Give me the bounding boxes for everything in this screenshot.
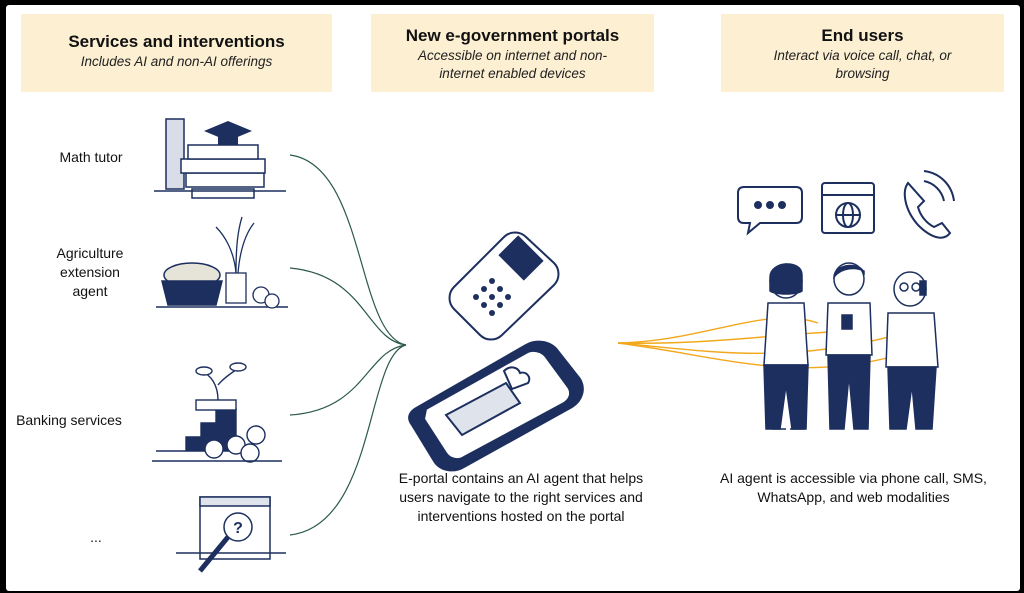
connector-user-2	[617, 330, 847, 344]
header-services-subtitle: Includes AI and non-AI offerings	[80, 54, 273, 69]
label-agriculture: Agriculture extension agent	[56, 245, 124, 299]
caption-portal: E-portal contains an AI agent that helps…	[398, 470, 644, 524]
header-users: End users Interact via voice call, chat,…	[721, 14, 1004, 92]
coins-plant-icon	[152, 362, 282, 463]
search-magnifier-icon: ?	[176, 496, 286, 573]
diagram-canvas: Services and interventions Includes AI a…	[6, 5, 1020, 591]
connector-agri	[289, 267, 407, 346]
header-portals: New e-government portals Accessible on i…	[371, 14, 654, 92]
header-portals-title: New e-government portals	[405, 26, 620, 45]
phone-call-icon	[903, 170, 955, 239]
illustration-layer: ?	[152, 118, 955, 573]
grain-basket-icon	[156, 262, 288, 308]
service-connectors	[289, 154, 407, 536]
label-math-tutor: Math tutor	[59, 149, 123, 165]
young-man-user-icon	[825, 262, 873, 430]
smartphone-icon	[408, 340, 584, 472]
caption-users: AI agent is accessible via phone call, S…	[720, 470, 987, 505]
wheat-icon	[215, 216, 280, 309]
books-icon	[154, 118, 286, 199]
connector-math	[289, 154, 407, 346]
header-users-subtitle: Interact via voice call, chat, or browsi…	[773, 48, 952, 81]
connector-banking	[289, 344, 407, 416]
grad-cap-icon	[204, 121, 252, 145]
label-more: ...	[90, 529, 102, 545]
header-services-title: Services and interventions	[68, 32, 285, 51]
header-services: Services and interventions Includes AI a…	[21, 14, 332, 92]
elderly-man-user-icon	[885, 271, 939, 430]
svg-text:?: ?	[233, 520, 243, 537]
feature-phone-icon	[448, 231, 560, 341]
connector-more	[289, 344, 407, 536]
browser-globe-icon	[821, 182, 875, 234]
chat-bubble-icon	[737, 186, 803, 236]
label-banking: Banking services	[16, 412, 122, 428]
header-users-title: End users	[821, 26, 904, 45]
header-portals-subtitle: Accessible on internet and non-internet …	[417, 48, 608, 81]
woman-user-icon	[763, 263, 809, 430]
